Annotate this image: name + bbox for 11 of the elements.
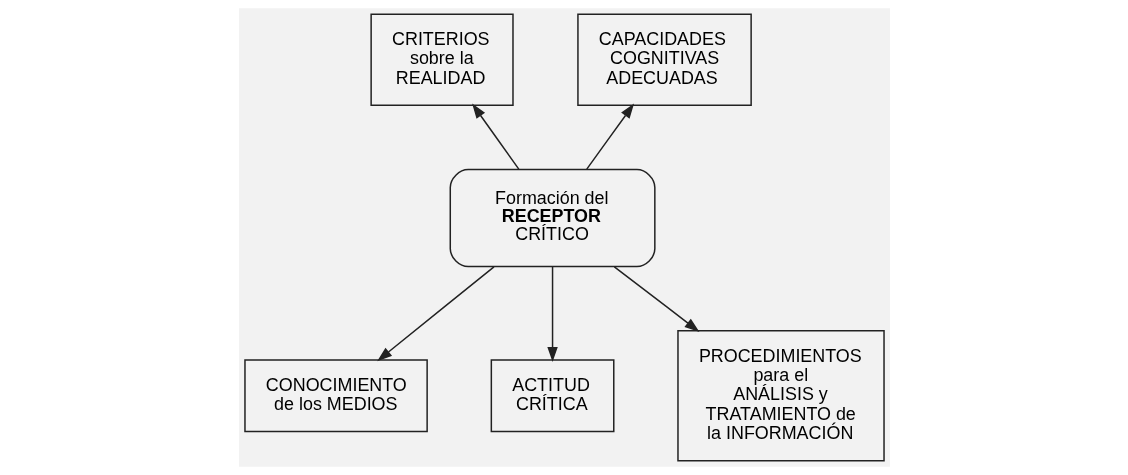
node-box: CRITERIOS sobre la REALIDAD [369, 13, 514, 107]
node-box: Formación del RECEPTOR CRÍTICO [449, 168, 656, 268]
node-box: ACTITUD CRÍTICA [490, 359, 614, 433]
arrow [585, 103, 634, 170]
node-box: CONOCIMIENTO de los MEDIOS [243, 359, 428, 433]
arrow [546, 266, 558, 362]
arrow [613, 266, 699, 332]
arrow [376, 266, 495, 362]
arrow [471, 103, 520, 170]
node-box: CAPACIDADES COGNITIVAS ADECUADAS [576, 13, 752, 107]
node-box: PROCEDIMIENTOS para el ANÁLISIS y TRATAMIENTO de la INFORMACIÓN [676, 330, 885, 462]
